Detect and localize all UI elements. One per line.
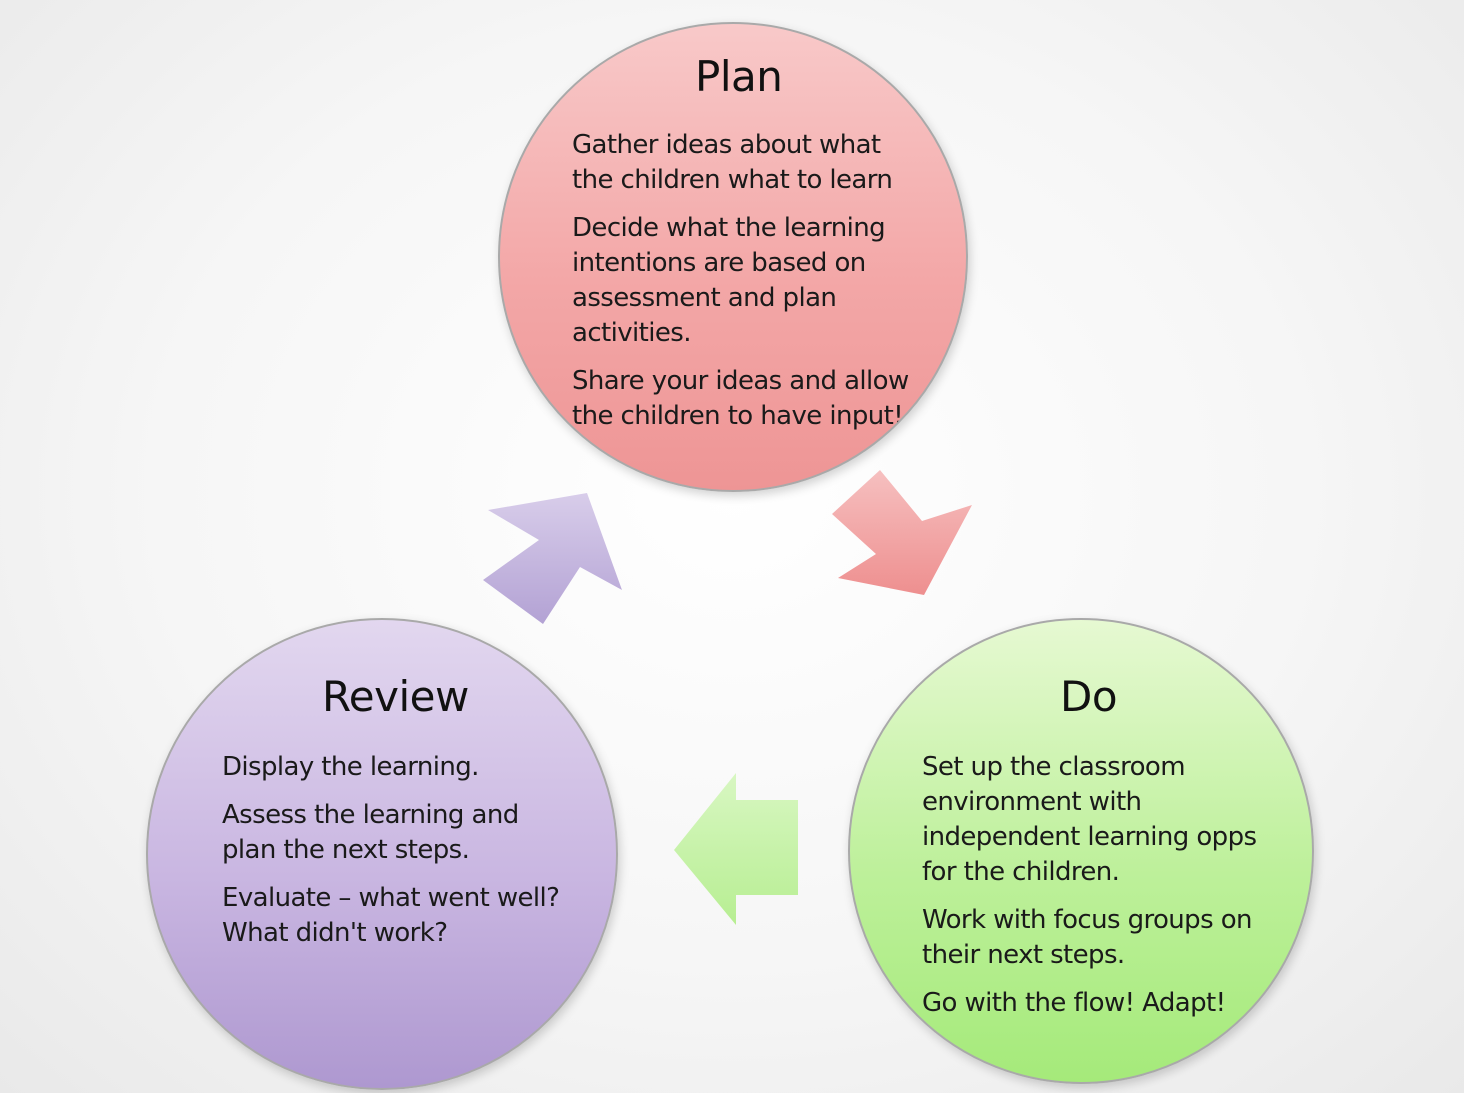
do-points: Set up the classroom environment with in… <box>922 750 1262 1034</box>
plan-stage-circle: Plan Gather ideas about what the childre… <box>498 22 968 492</box>
plan-point: Share your ideas and allow the children … <box>572 366 909 431</box>
arrow-left-icon <box>674 773 798 925</box>
do-point: Go with the flow! Adapt! <box>922 988 1226 1018</box>
arrow-up-right-icon <box>483 493 622 624</box>
review-points: Display the learning. Assess the learnin… <box>222 750 562 964</box>
plan-point: Gather ideas about what the children wha… <box>572 130 893 195</box>
review-point: Display the learning. <box>222 752 479 782</box>
plan-point: Decide what the learning intentions are … <box>572 213 886 348</box>
review-point: Evaluate – what went well? What didn't w… <box>222 883 560 948</box>
do-point: Set up the classroom environment with in… <box>922 752 1257 887</box>
review-title: Review <box>322 672 469 721</box>
review-stage-circle: Review Display the learning. Assess the … <box>146 618 618 1090</box>
arrow-right-down-icon <box>832 470 972 595</box>
plan-title: Plan <box>695 52 783 101</box>
plan-points: Gather ideas about what the children wha… <box>572 128 912 447</box>
do-point: Work with focus groups on their next ste… <box>922 905 1252 970</box>
do-title: Do <box>1060 672 1118 721</box>
do-stage-circle: Do Set up the classroom environment with… <box>848 618 1314 1084</box>
review-point: Assess the learning and plan the next st… <box>222 800 519 865</box>
